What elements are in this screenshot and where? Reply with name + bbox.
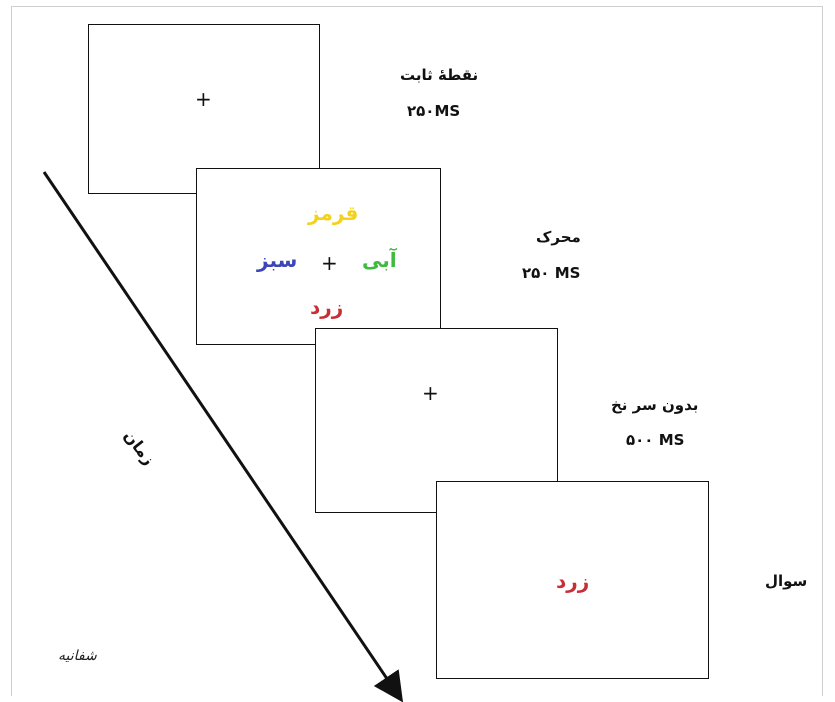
stimulus-cross: + [321,251,338,275]
stimulus-word-right: آبی [362,248,397,272]
no-cue-cross: + [422,381,439,405]
watermark-logo: شفانیه [58,648,97,664]
stimulus-word-top: قرمز [308,201,359,225]
stimulus-word-bottom: زرد [310,295,344,319]
stimulus-word-left: سبز [257,248,298,272]
step-1-duration: ۲۵۰MS [407,102,461,120]
step-3-name: بدون سر نخ [611,396,699,414]
step-2-name: محرک [536,228,581,246]
step-2-duration: ۲۵۰ MS [522,264,581,282]
stimulus-screen: قرمز سبز + آبی زرد [196,168,441,345]
time-arrow-line [42,171,404,702]
fixation-cross: + [195,87,212,111]
step-4-name: سوال [765,572,808,590]
figure-frame [11,6,823,696]
step-1-name: نقطهٔ ثابت [400,66,479,84]
question-word: زرد [556,569,590,593]
question-screen: زرد [436,481,709,679]
fixation-screen: + [88,24,320,194]
step-3-duration: ۵۰۰ MS [626,431,685,449]
